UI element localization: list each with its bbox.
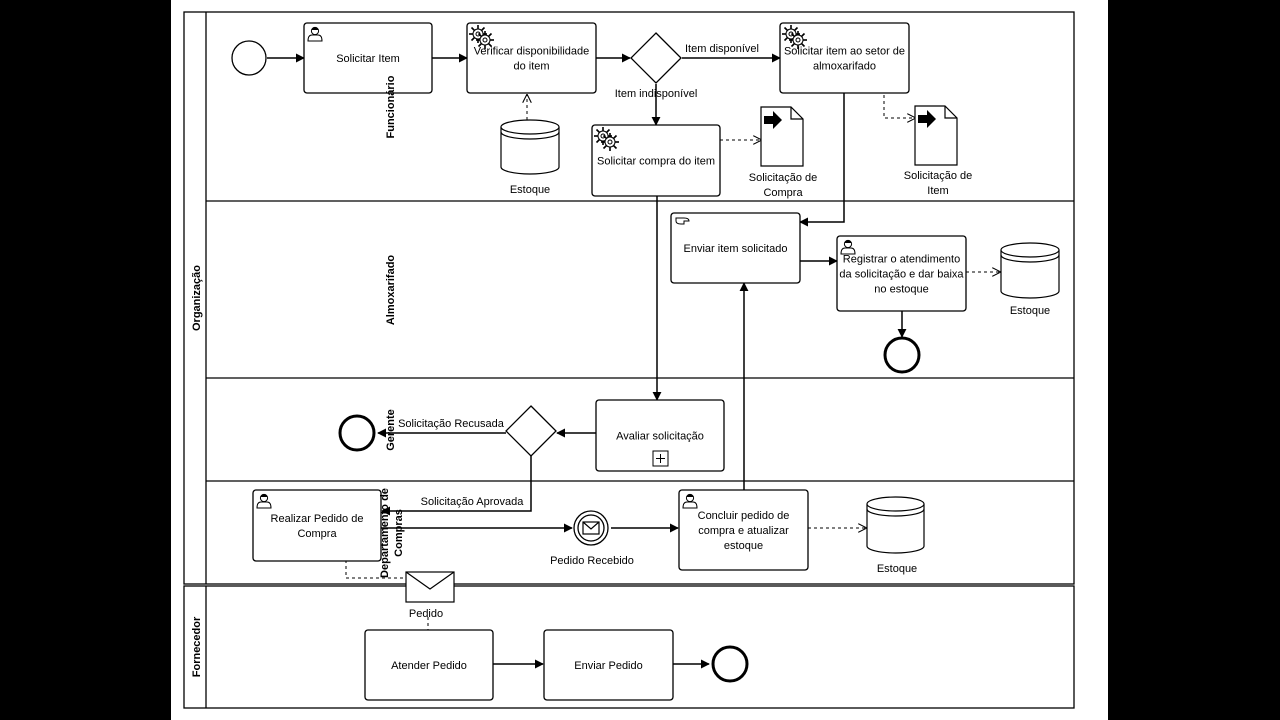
datastore-stock-purchasing-band [866,508,925,517]
task-request-purchase [591,124,721,197]
warehouse-lane-label: Almoxarifado [385,255,397,326]
stock-warehouse-label: Estoque [1010,305,1050,317]
gateway-approval [505,405,557,457]
stock-purchasing-label: Estoque [877,563,917,575]
start-event [231,40,267,76]
datastore-stock-warehouse-top [1000,242,1060,258]
task-place-order-label-line-2: Compra [297,528,337,540]
task-fulfill-order [364,629,494,701]
plus-marker-glyph [656,454,665,463]
message-flow-order-out [345,560,406,579]
task-evaluate-request-label: Avaliar solicitação [616,431,704,443]
data-output-item-request-fold [944,106,957,119]
task-complete-order-label-line-2: compra e atualizar [698,525,789,537]
task-send-item [670,212,801,284]
purchasing-lane-label-line-1: Departamento de [379,488,391,578]
label-order-received: Pedido Recebido [550,555,634,567]
task-register-service-label-line-3: no estoque [874,284,928,296]
data-output-item-request [914,105,958,166]
task-send-item-label: Enviar item solicitado [684,243,788,255]
purchase-request-doc-label-line-2: Compra [763,187,803,199]
label-request-approved: Solicitação Aprovada [421,496,525,508]
task-request-from-warehouse [779,22,910,94]
task-check-availability-label-line-1: Verificar disponibilidade [474,46,590,58]
task-check-availability [466,22,597,94]
item-request-doc-label-line-1: Solicitação de [904,170,973,182]
purchase-request-doc-label-line-1: Solicitação de [749,172,818,184]
flow-to-send-item [799,93,845,227]
task-fulfill-order-label: Atender Pedido [391,660,467,672]
data-output-purchase-request [760,106,804,167]
organization-pool-label: Organização [191,265,203,331]
datastore-stock-warehouse-band [1000,254,1060,263]
hand-icon [675,217,690,225]
supplier-pool [183,585,1075,709]
task-request-item-label: Solicitar Item [336,53,400,65]
arrow-document-icon [764,111,782,129]
task-place-order-label-line-1: Realizar Pedido de [271,513,364,525]
flow-nodes [231,22,1060,701]
task-check-availability-label-line-2: do item [513,61,549,73]
flow-request-approved [381,456,532,516]
task-register-service [836,235,967,312]
task-place-order [252,489,382,562]
data-output-purchase-request-fold [790,107,803,120]
supplier-pool-label: Fornecedor [191,616,203,677]
sequence-flows [267,53,1000,669]
datastore-stock-warehouse [1000,250,1060,299]
purchasing-lane-label-line-2: Compras [393,509,405,557]
task-request-item [303,22,433,94]
datastore-stock-purchasing [866,504,925,554]
task-ship-order-label: Enviar Pedido [574,660,643,672]
task-evaluate-request [595,399,725,472]
item-request-doc-label-line-2: Item [927,185,948,197]
employee-lane-label: Funcionário [385,75,397,138]
association-warehouse-request-to-doc [883,95,915,118]
label-item-unavailable: Item indisponível [615,88,698,100]
end-event-supplier [711,645,749,683]
task-request-from-warehouse-label-line-2: almoxarifado [813,61,876,73]
task-complete-order [678,489,809,571]
label-request-refused: Solicitação Recusada [398,418,505,430]
end-event-refused [338,414,376,452]
task-complete-order-label-line-3: estoque [724,540,763,552]
task-register-service-label-line-2: da solicitação e dar baixa [839,269,964,281]
message-envelope-flap [405,571,455,590]
task-request-from-warehouse-label-line-1: Solicitar item ao setor de [784,46,905,58]
stock-employee-label: Estoque [510,184,550,196]
datastore-stock-employee [500,127,560,175]
datastore-stock-employee-top [500,119,560,135]
pools [183,11,1075,709]
label-order-message: Pedido [409,608,443,620]
task-register-service-label-line-1: Registrar o atendimento [843,254,960,266]
gear-icon [600,132,620,152]
datastore-stock-employee-band [500,131,560,140]
label-item-available: Item disponível [685,43,759,55]
manager-lane-label: Gerente [385,409,397,451]
task-request-purchase-label: Solicitar compra do item [597,156,715,168]
gateway-availability [630,32,682,84]
arrow-document-icon [918,110,936,128]
task-ship-order [543,629,674,701]
end-event-warehouse [883,336,921,374]
task-complete-order-label-line-1: Concluir pedido de [698,510,790,522]
envelope-flap [582,521,600,530]
organization-pool [183,11,1075,585]
datastore-stock-purchasing-top [866,496,925,512]
